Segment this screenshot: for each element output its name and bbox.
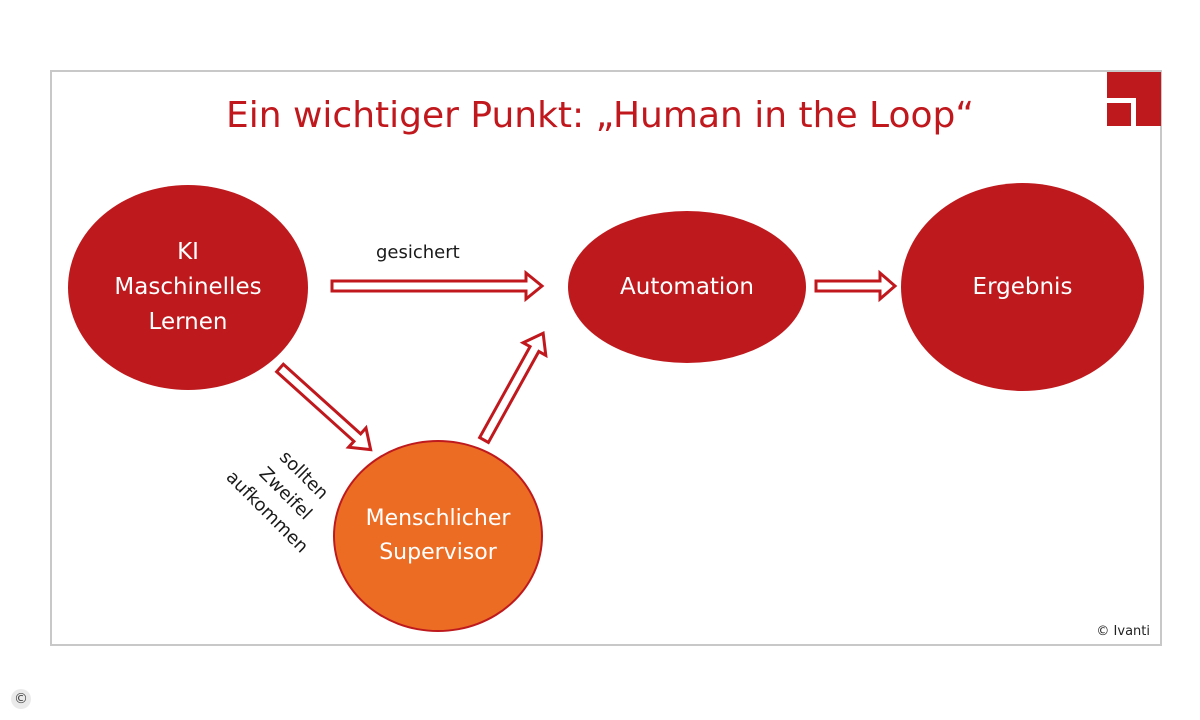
arrow-automation-to-ergebnis — [814, 269, 898, 303]
node-supervisor-label: Menschlicher Supervisor — [365, 506, 511, 565]
node-human-supervisor: Menschlicher Supervisor — [333, 440, 543, 632]
node-ki-machine-learning: KI Maschinelles Lernen — [68, 185, 308, 390]
logo-mark-square — [1107, 103, 1131, 126]
copyright-ivanti: © Ivanti — [1096, 624, 1150, 639]
arrow-ki-to-automation — [330, 269, 545, 303]
page-title: Ein wichtiger Punkt: „Human in the Loop“ — [225, 95, 975, 136]
arrow-ki-to-supervisor — [274, 362, 373, 452]
logo-mark-right — [1136, 72, 1161, 126]
arrow-supervisor-to-automation — [477, 331, 548, 445]
node-ergebnis-label: Ergebnis — [972, 273, 1073, 300]
node-ki-label: KI Maschinelles Lernen — [114, 239, 262, 335]
node-automation-label: Automation — [620, 273, 754, 300]
label-gesichert: gesichert — [376, 242, 460, 263]
copyright-icon: © — [11, 689, 31, 709]
node-ergebnis: Ergebnis — [901, 183, 1144, 391]
node-automation: Automation — [568, 211, 806, 363]
